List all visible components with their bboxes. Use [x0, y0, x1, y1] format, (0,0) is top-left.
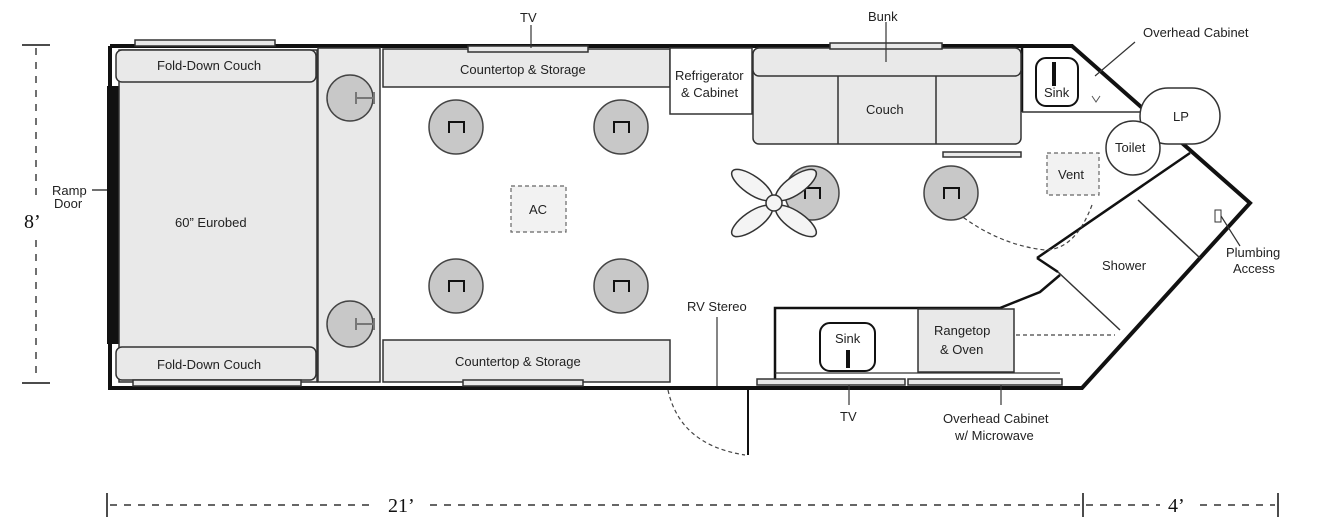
- vent-label: Vent: [1058, 167, 1084, 182]
- toilet[interactable]: [1105, 120, 1161, 176]
- ramp-door-label-1: Ramp: [52, 183, 87, 198]
- lp-label: LP: [1173, 109, 1189, 124]
- fold-down-couch-top[interactable]: [115, 49, 317, 83]
- entry-door[interactable]: [667, 388, 749, 456]
- plumbing-label-1: Plumbing: [1226, 245, 1280, 260]
- rv-stereo-label: RV Stereo: [687, 299, 747, 314]
- ac-label: AC: [529, 202, 547, 217]
- ramp-door-label-2: Door: [54, 196, 83, 211]
- tv-bottom-label: TV: [840, 409, 857, 424]
- countertop-bottom-label: Countertop & Storage: [455, 354, 581, 369]
- width-label: 8’: [24, 211, 41, 233]
- swivel-seat[interactable]: [593, 99, 649, 155]
- galley-sink[interactable]: [819, 322, 876, 372]
- toilet-label: Toilet: [1115, 140, 1146, 155]
- refrigerator-cabinet[interactable]: [669, 47, 753, 115]
- shower-label: Shower: [1102, 258, 1147, 273]
- vent[interactable]: [1046, 152, 1100, 196]
- length-main-label: 21’: [388, 495, 415, 517]
- bath-sink[interactable]: [1035, 57, 1079, 107]
- sink-bottom-label: Sink: [835, 331, 861, 346]
- fold-down-couch-top-label: Fold-Down Couch: [157, 58, 261, 73]
- lp-tank[interactable]: [1139, 87, 1221, 145]
- refrigerator-label-2: & Cabinet: [681, 85, 738, 100]
- rangetop-label-2: & Oven: [940, 342, 983, 357]
- fold-down-couch-bottom-label: Fold-Down Couch: [157, 357, 261, 372]
- refrigerator-label-1: Refrigerator: [675, 68, 744, 83]
- length-nose-label: 4’: [1168, 495, 1185, 517]
- width-dimension: 8’: [22, 44, 50, 384]
- overhead-cabinet-top-label: Overhead Cabinet: [1143, 25, 1249, 40]
- couch-label: Couch: [866, 102, 904, 117]
- overhead-microwave-label-2: w/ Microwave: [954, 428, 1034, 443]
- ceiling-fan-icon[interactable]: [727, 164, 821, 242]
- countertop-storage-bottom[interactable]: [382, 339, 671, 383]
- tv-top-label: TV: [520, 10, 537, 25]
- swivel-seat[interactable]: [428, 99, 484, 155]
- ac-unit[interactable]: [510, 185, 567, 233]
- sink-top-label: Sink: [1044, 85, 1070, 100]
- rangetop-oven[interactable]: [917, 308, 1015, 373]
- bunk-label: Bunk: [868, 9, 898, 24]
- countertop-top-label: Countertop & Storage: [460, 62, 586, 77]
- swivel-seat[interactable]: [923, 165, 979, 221]
- swivel-seat[interactable]: [428, 258, 484, 314]
- length-dimension: 21’ 4’: [106, 493, 1279, 517]
- eurobed-label: 60” Eurobed: [175, 215, 247, 230]
- overhead-microwave-label-1: Overhead Cabinet: [943, 411, 1049, 426]
- ramp-door[interactable]: [107, 86, 119, 344]
- tv-top[interactable]: [467, 45, 589, 53]
- rangetop-label-1: Rangetop: [934, 323, 990, 338]
- plumbing-label-2: Access: [1233, 261, 1275, 276]
- countertop-storage-top[interactable]: [382, 48, 671, 88]
- swivel-seat[interactable]: [593, 258, 649, 314]
- bathroom-door-swing: [959, 204, 1093, 251]
- seats: [428, 99, 979, 314]
